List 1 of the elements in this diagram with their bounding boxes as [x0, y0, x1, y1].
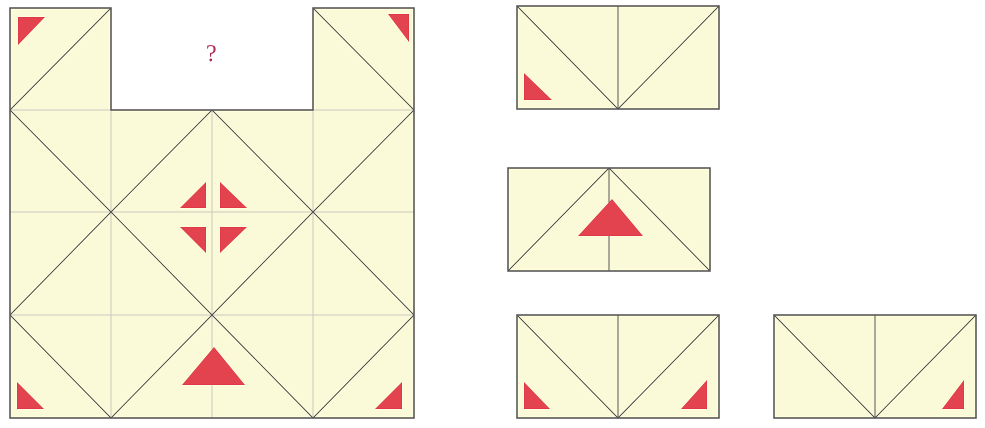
question-mark: ?	[206, 42, 217, 66]
